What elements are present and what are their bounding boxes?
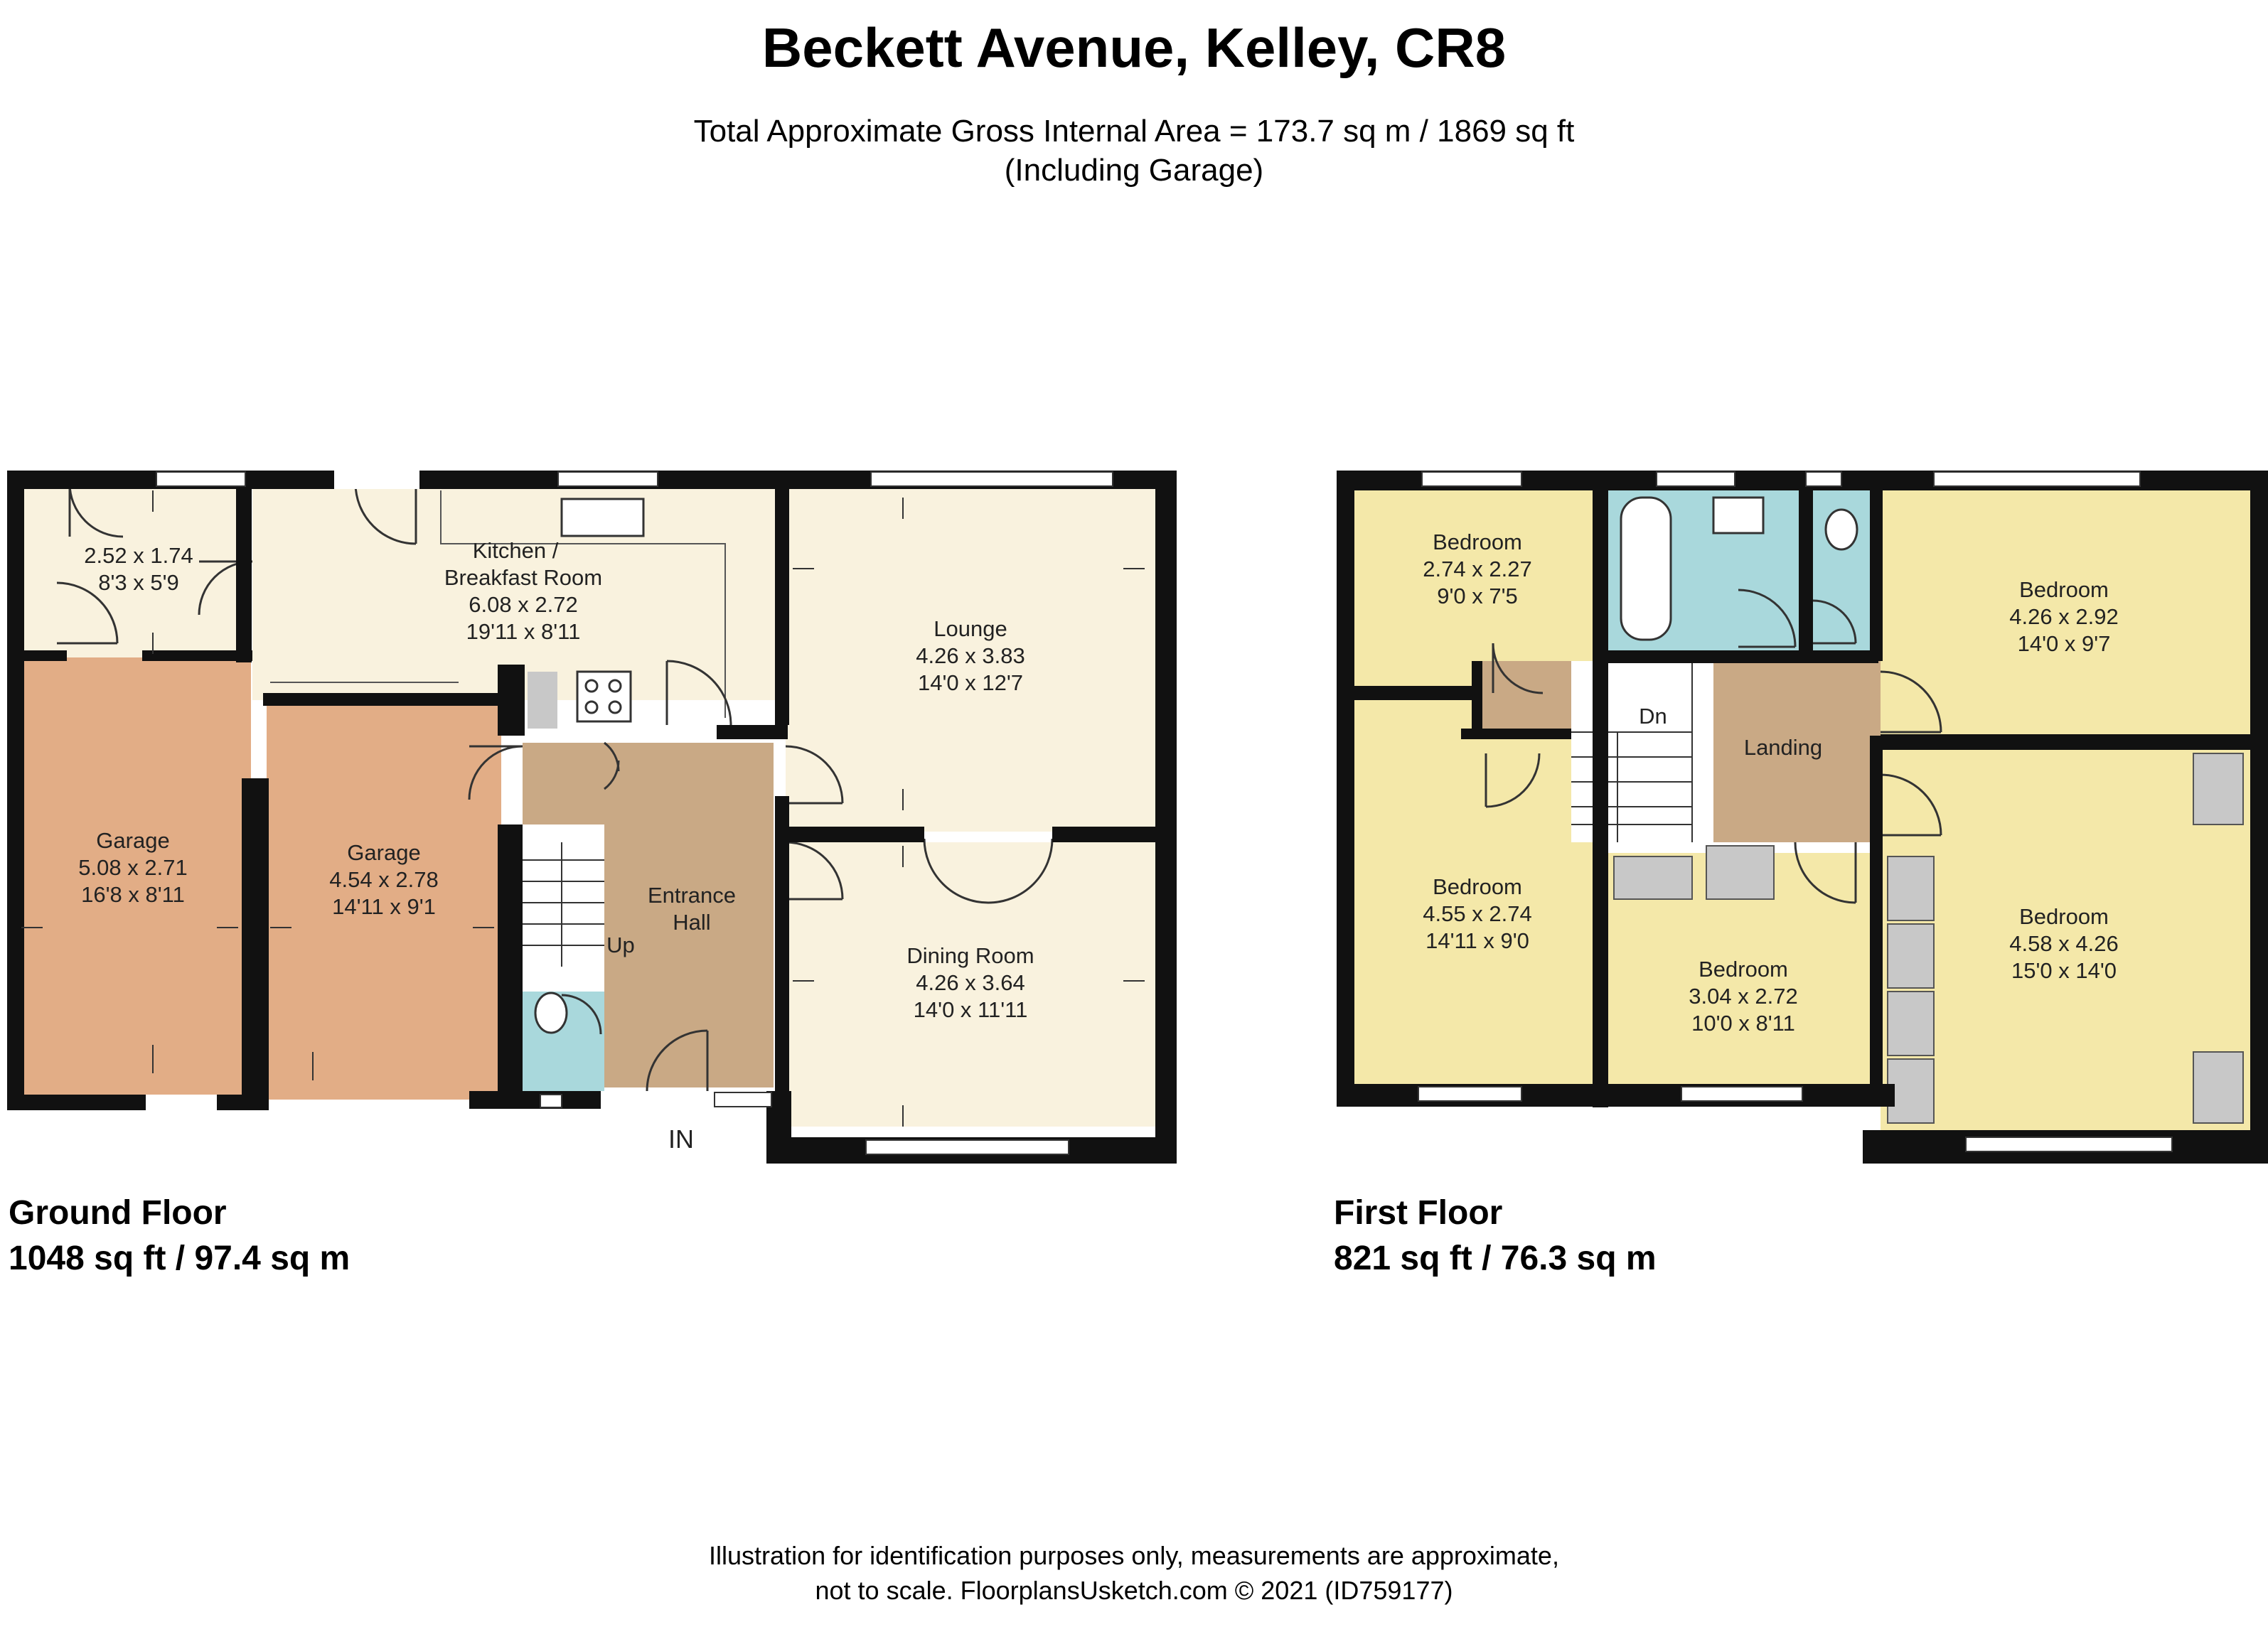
entrance-hall [604, 743, 774, 1087]
bed-middle-metric: 3.04 x 2.72 [1689, 984, 1797, 1009]
bed-left-imperial: 14'11 x 9'0 [1425, 928, 1529, 953]
area-note: (Including Garage) [1004, 153, 1264, 188]
bedroom-small [1354, 490, 1596, 686]
entrance-label: IN [668, 1124, 694, 1154]
toilet [534, 992, 568, 1034]
garage-left-imperial: 16'8 x 8'11 [81, 882, 185, 907]
stairs-up-label: Up [606, 933, 635, 957]
lounge-imperial: 14'0 x 12'7 [918, 670, 1023, 695]
disclaimer-line-2: not to scale. FloorplansUsketch.com © 20… [815, 1576, 1453, 1605]
bathtub [1620, 496, 1672, 641]
ground-floor-name: Ground Floor [9, 1194, 227, 1232]
hall-name-1: Entrance [648, 883, 736, 908]
utility-imperial: 8'3 x 5'9 [98, 570, 179, 595]
first-windows [1418, 471, 2173, 1152]
disclaimer-line-1: Illustration for identification purposes… [709, 1541, 1559, 1570]
dimension-markers [21, 490, 1145, 1127]
bedroom-left [1354, 700, 1596, 1084]
stairs-up [523, 842, 604, 967]
ground-windows [156, 471, 1113, 1155]
wardrobes [1613, 753, 2244, 1124]
garage-right [267, 700, 501, 1100]
stairs-down [1571, 661, 1693, 842]
bed-bottom-right-metric: 4.58 x 4.26 [2009, 931, 2118, 956]
first-floor-area: 821 sq ft / 76.3 sq m [1334, 1240, 1657, 1277]
garage-left-metric: 5.08 x 2.71 [78, 855, 187, 880]
hall-name-2: Hall [673, 910, 710, 935]
ground-floor-area: 1048 sq ft / 97.4 sq m [9, 1240, 351, 1277]
garage-left [20, 657, 251, 1100]
bed-bottom-right-name: Bedroom [2019, 904, 2109, 929]
lounge-metric: 4.26 x 3.83 [916, 643, 1025, 668]
ground-floor-plan: 2.52 x 1.74 8'3 x 5'9 Kitchen / Breakfas… [7, 471, 1177, 1164]
bed-small-imperial: 9'0 x 7'5 [1437, 584, 1518, 608]
first-floor-plan: Bedroom 2.74 x 2.27 9'0 x 7'5 Bedroom 4.… [1337, 471, 2268, 1164]
bed-small-metric: 2.74 x 2.27 [1423, 557, 1531, 581]
total-area: Total Approximate Gross Internal Area = … [693, 114, 1575, 149]
wc-toilet [1824, 508, 1858, 551]
kitchen-imperial: 19'11 x 8'11 [466, 619, 581, 644]
kitchen-name-1: Kitchen / [473, 538, 559, 563]
bedroom-top-right [1881, 490, 2250, 736]
bed-bottom-right-imperial: 15'0 x 14'0 [2011, 958, 2117, 983]
hall-lobby [523, 743, 604, 824]
landing [1713, 661, 1881, 842]
bed-left-metric: 4.55 x 2.74 [1423, 901, 1531, 926]
first-floor-name: First Floor [1334, 1194, 1503, 1232]
dining-metric: 4.26 x 3.64 [916, 970, 1025, 995]
bed-small-name: Bedroom [1433, 530, 1522, 554]
hob [576, 670, 632, 723]
utility-metric: 2.52 x 1.74 [84, 543, 193, 568]
bed-left-name: Bedroom [1433, 874, 1522, 899]
kitchen-name-2: Breakfast Room [444, 565, 602, 590]
first-doors [1485, 589, 1942, 904]
dining-name: Dining Room [906, 943, 1034, 968]
landing-store [1479, 661, 1571, 732]
garage-right-name: Garage [347, 840, 420, 865]
stairs-down-label: Dn [1639, 704, 1667, 729]
sink [560, 498, 645, 537]
lounge-name: Lounge [934, 616, 1007, 641]
bed-middle-name: Bedroom [1699, 957, 1788, 982]
bed-top-right-imperial: 14'0 x 9'7 [2018, 631, 2111, 656]
lounge-room [786, 483, 1155, 832]
stair-area [523, 842, 604, 984]
dining-imperial: 14'0 x 11'11 [914, 997, 1028, 1022]
garage-right-imperial: 14'11 x 9'1 [332, 894, 436, 919]
bedroom-bottom-right [1881, 750, 2250, 1130]
landing-name: Landing [1744, 735, 1822, 760]
bed-middle-imperial: 10'0 x 8'11 [1691, 1011, 1795, 1036]
utility-room [20, 483, 249, 657]
garage-right-metric: 4.54 x 2.78 [329, 867, 438, 892]
basin [1712, 496, 1765, 535]
page-title: Beckett Avenue, Kelley, CR8 [761, 16, 1507, 79]
bed-top-right-name: Bedroom [2019, 577, 2109, 602]
bed-top-right-metric: 4.26 x 2.92 [2009, 604, 2118, 629]
kitchen-metric: 6.08 x 2.72 [469, 592, 577, 617]
dining-room [786, 842, 1155, 1127]
storage-cupboard [528, 672, 557, 729]
hob-rings [584, 679, 622, 714]
garage-left-name: Garage [96, 828, 169, 853]
